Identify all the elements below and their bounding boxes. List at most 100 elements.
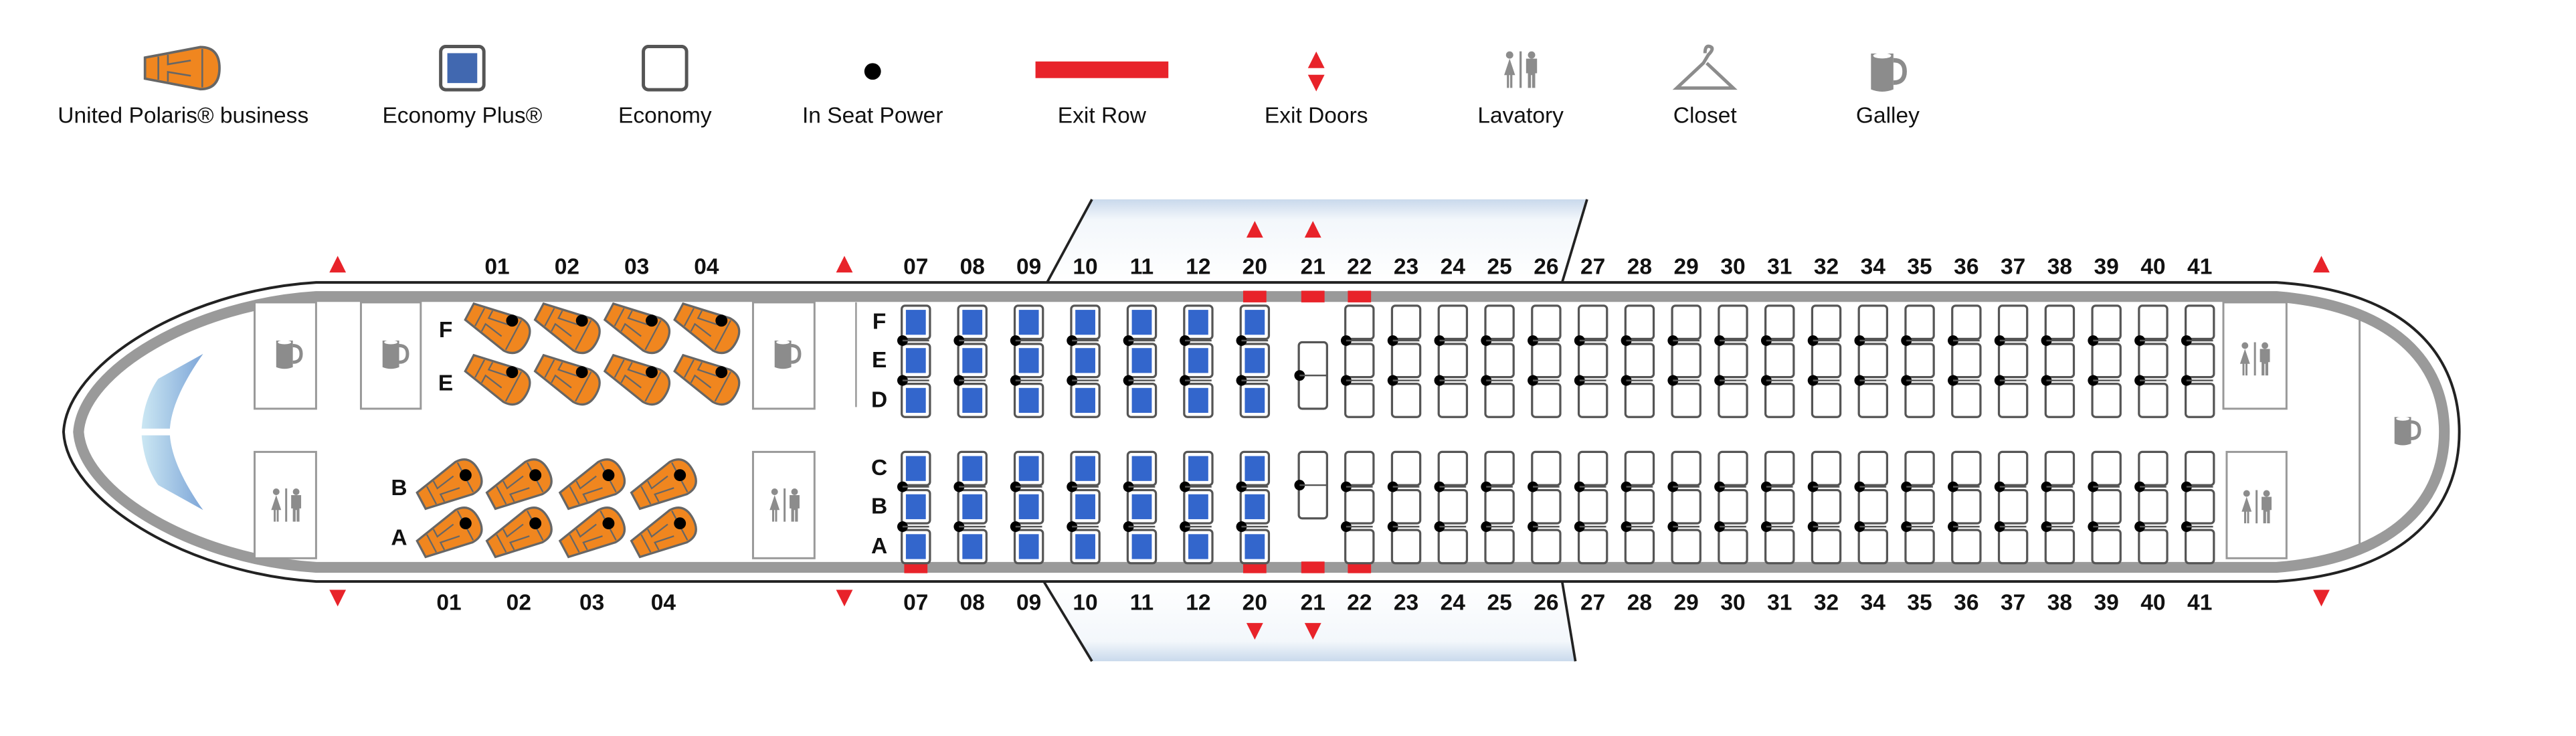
seat-27D[interactable] [1577,382,1608,418]
seat-25A[interactable] [1484,529,1515,565]
seat-28E[interactable] [1624,343,1655,379]
seat-27B[interactable] [1577,488,1608,525]
seat-32C[interactable] [1811,450,1842,486]
seat-34C[interactable] [1857,450,1889,486]
seat-30E[interactable] [1718,343,1748,379]
seat-29E[interactable] [1671,343,1701,379]
seat-28B[interactable] [1624,488,1655,525]
seat-34D[interactable] [1857,382,1889,418]
seat-30D[interactable] [1718,382,1748,418]
seat-30F[interactable] [1718,304,1748,341]
seat-32D[interactable] [1811,382,1842,418]
seat-32A[interactable] [1811,529,1842,565]
seat-31C[interactable] [1764,450,1795,486]
seat-22D[interactable] [1344,382,1375,418]
seat-35B[interactable] [1904,488,1935,525]
seat-40F[interactable] [2138,304,2169,341]
seat-22F[interactable] [1344,304,1375,341]
seat-38E[interactable] [2044,343,2076,379]
seat-27A[interactable] [1577,529,1608,565]
seat-22B[interactable] [1344,488,1375,525]
seat-25F[interactable] [1484,304,1515,341]
seat-22E[interactable] [1344,343,1375,379]
seat-29D[interactable] [1671,382,1701,418]
seat-39B[interactable] [2091,488,2122,525]
seat-29B[interactable] [1671,488,1701,525]
seat-26E[interactable] [1531,343,1562,379]
seat-36F[interactable] [1951,304,1982,341]
seat-34F[interactable] [1857,304,1889,341]
seat-24C[interactable] [1437,450,1469,486]
seat-39F[interactable] [2091,304,2122,341]
seat-28F[interactable] [1624,304,1655,341]
seat-36C[interactable] [1951,450,1982,486]
seat-40E[interactable] [2138,343,2169,379]
seat-30A[interactable] [1718,529,1748,565]
seat-39A[interactable] [2091,529,2122,565]
seat-25D[interactable] [1484,382,1515,418]
seat-40B[interactable] [2138,488,2169,525]
seat-39C[interactable] [2091,450,2122,486]
seat-23F[interactable] [1390,304,1422,341]
seat-40D[interactable] [2138,382,2169,418]
seat-38D[interactable] [2044,382,2076,418]
seat-37B[interactable] [1997,488,2029,525]
seat-28C[interactable] [1624,450,1655,486]
seat-23E[interactable] [1390,343,1422,379]
seat-35A[interactable] [1904,529,1935,565]
seat-30C[interactable] [1718,450,1748,486]
seat-36D[interactable] [1951,382,1982,418]
seat-40C[interactable] [2138,450,2169,486]
seat-32E[interactable] [1811,343,1842,379]
seat-31A[interactable] [1764,529,1795,565]
seat-41F[interactable] [2184,304,2215,341]
seat-22C[interactable] [1344,450,1375,486]
seat-23B[interactable] [1390,488,1422,525]
seat-36A[interactable] [1951,529,1982,565]
seat-32F[interactable] [1811,304,1842,341]
seat-37E[interactable] [1997,343,2029,379]
seat-26C[interactable] [1531,450,1562,486]
seat-26D[interactable] [1531,382,1562,418]
seat-29F[interactable] [1671,304,1701,341]
seat-38B[interactable] [2044,488,2076,525]
seat-26B[interactable] [1531,488,1562,525]
seat-34E[interactable] [1857,343,1889,379]
seat-37D[interactable] [1997,382,2029,418]
seat-31B[interactable] [1764,488,1795,525]
seat-27E[interactable] [1577,343,1608,379]
seat-29A[interactable] [1671,529,1701,565]
seat-37F[interactable] [1997,304,2029,341]
seat-41E[interactable] [2184,343,2215,379]
seat-35E[interactable] [1904,343,1935,379]
seat-37A[interactable] [1997,529,2029,565]
seat-27C[interactable] [1577,450,1608,486]
polaris-seat-01F[interactable] [461,296,535,359]
seat-39E[interactable] [2091,343,2122,379]
seat-26A[interactable] [1531,529,1562,565]
seat-24F[interactable] [1437,304,1469,341]
seat-41A[interactable] [2184,529,2215,565]
seat-35F[interactable] [1904,304,1935,341]
seat-41B[interactable] [2184,488,2215,525]
polaris-seat-03E[interactable] [600,347,674,410]
seat-31F[interactable] [1764,304,1795,341]
polaris-seat-04E[interactable] [670,347,745,410]
polaris-seat-03F[interactable] [600,296,674,359]
seat-34A[interactable] [1857,529,1889,565]
seat-23A[interactable] [1390,529,1422,565]
seat-28A[interactable] [1624,529,1655,565]
seat-36B[interactable] [1951,488,1982,525]
seat-32B[interactable] [1811,488,1842,525]
polaris-seat-01E[interactable] [461,347,535,410]
seat-25C[interactable] [1484,450,1515,486]
seat-27F[interactable] [1577,304,1608,341]
seat-34B[interactable] [1857,488,1889,525]
seat-24D[interactable] [1437,382,1469,418]
seat-23C[interactable] [1390,450,1422,486]
seat-24B[interactable] [1437,488,1469,525]
seat-22A[interactable] [1344,529,1375,565]
polaris-seat-02E[interactable] [531,347,605,410]
seat-30B[interactable] [1718,488,1748,525]
seat-39D[interactable] [2091,382,2122,418]
